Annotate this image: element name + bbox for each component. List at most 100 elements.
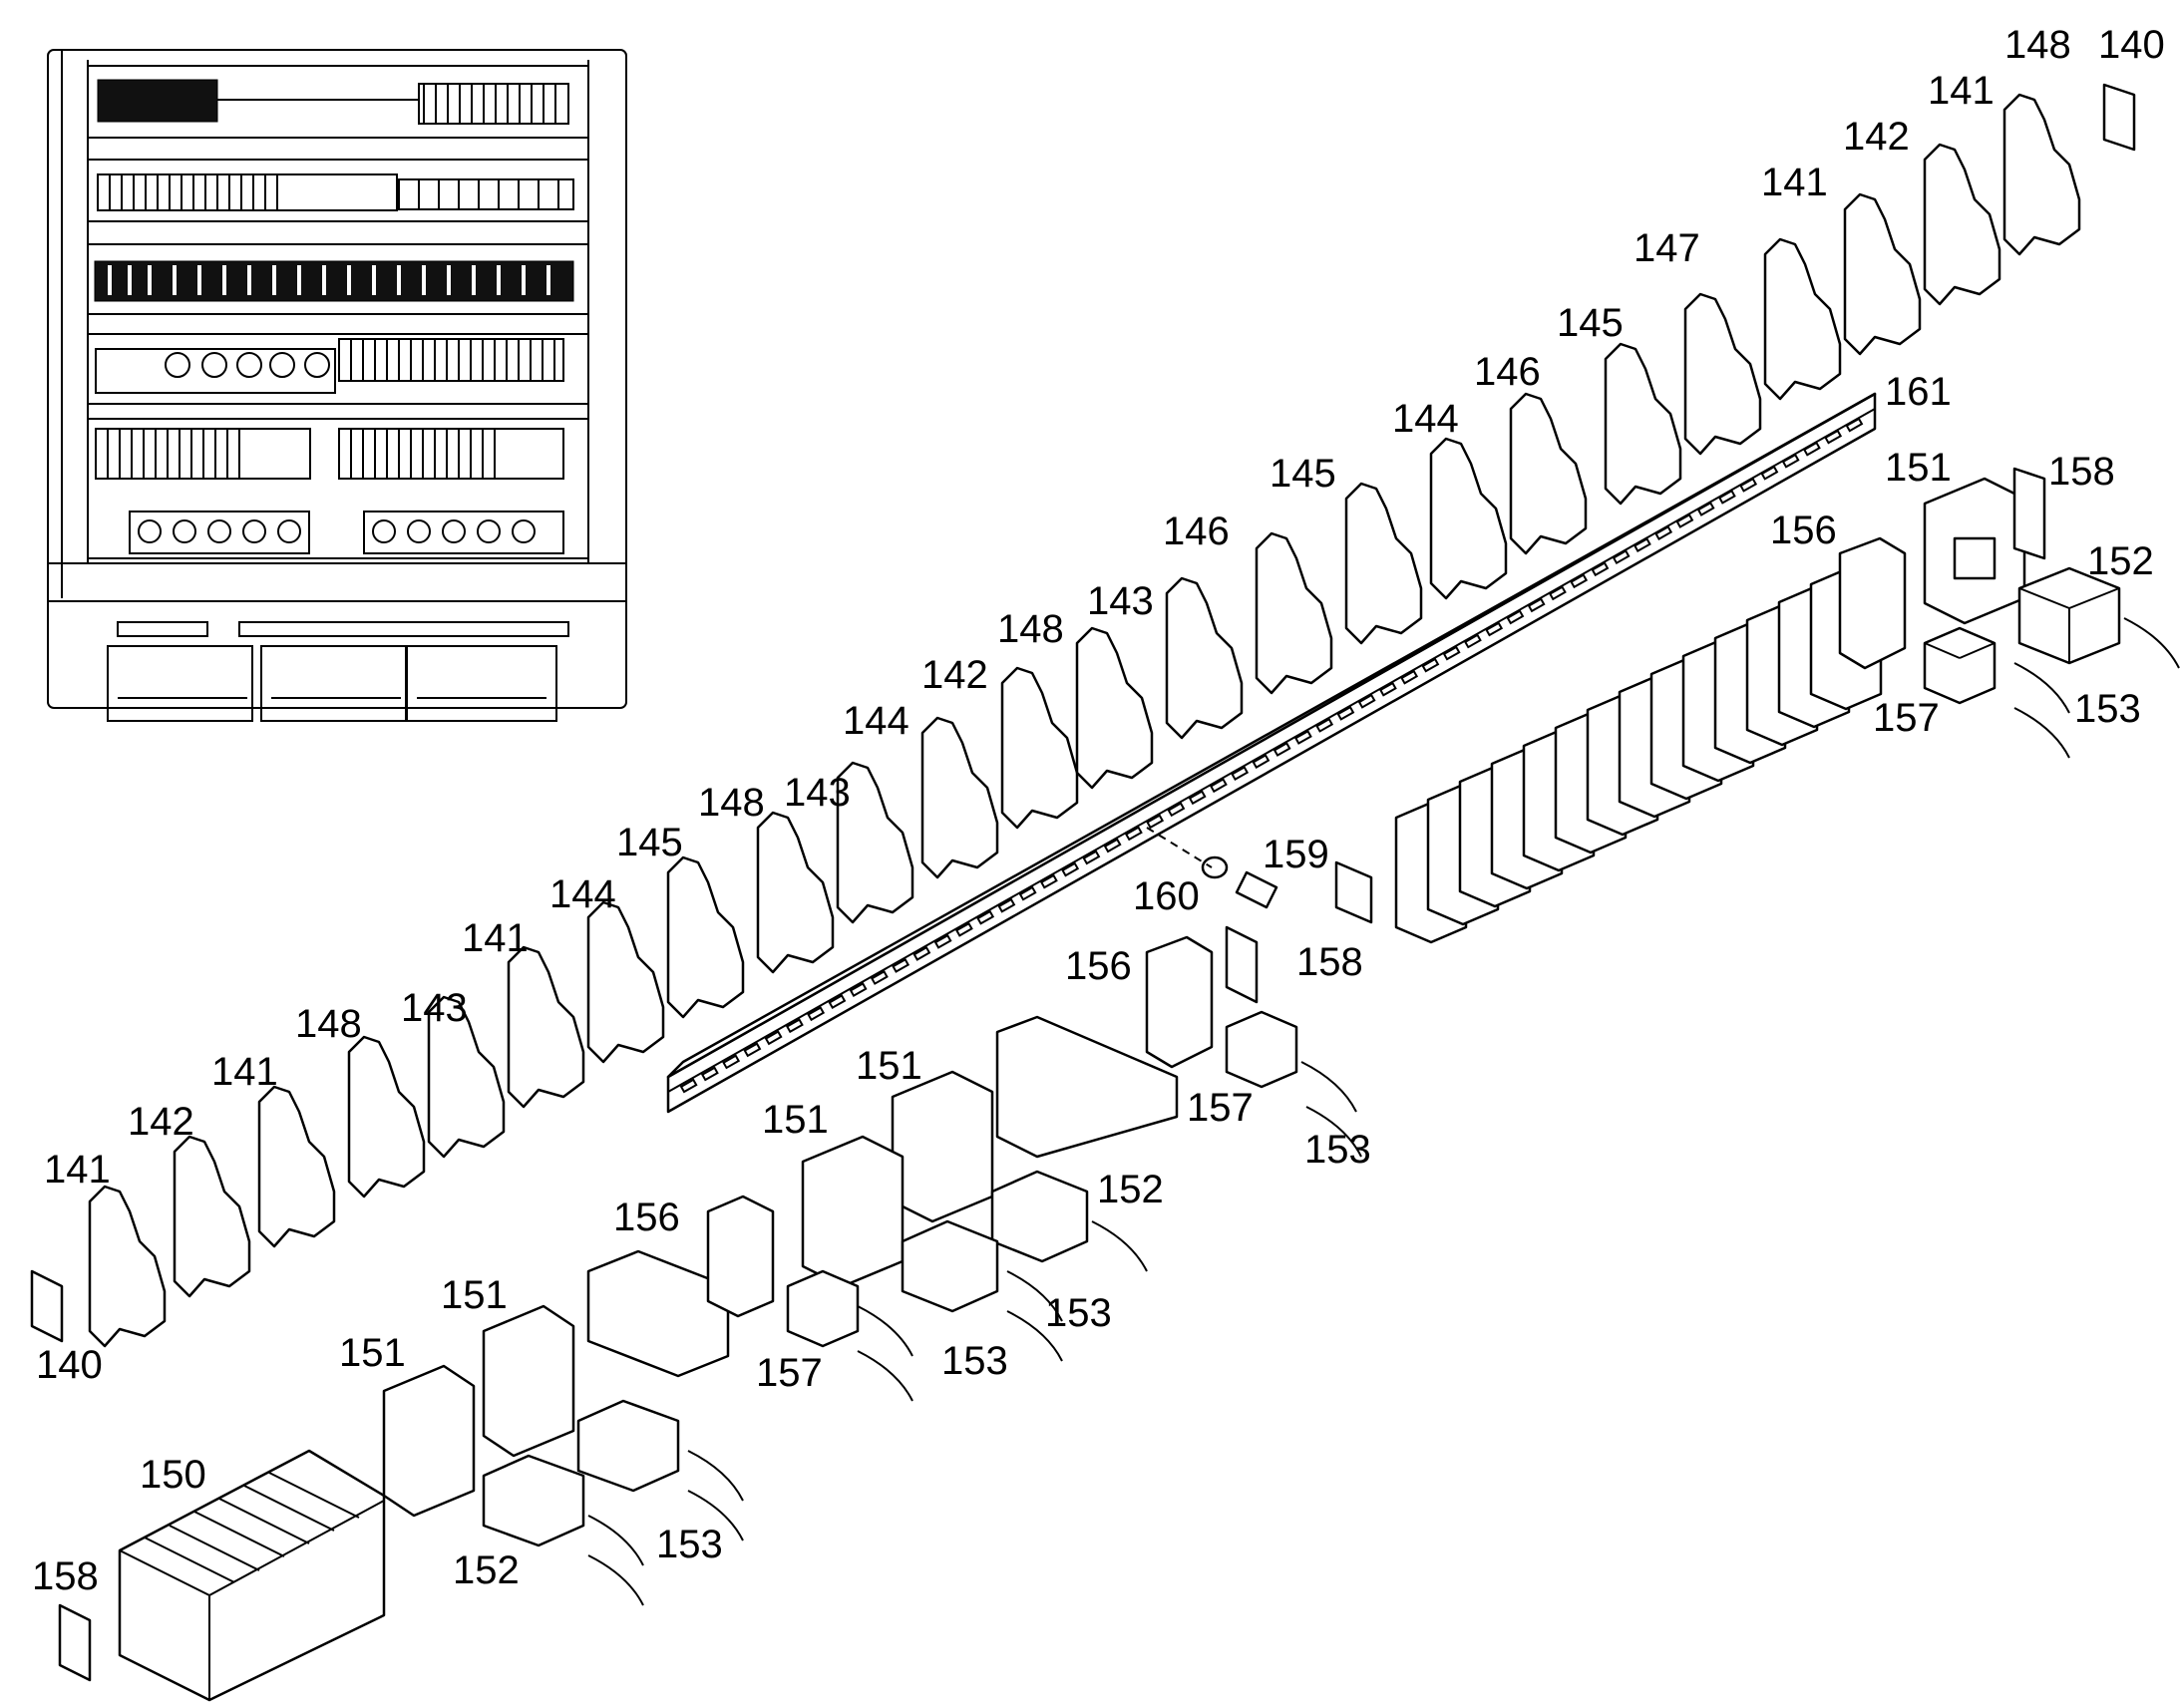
rail-slot (1548, 585, 1567, 601)
callout-141: 141 (1761, 161, 1828, 204)
rail-slot (764, 1030, 783, 1046)
callout-140: 140 (36, 1343, 103, 1387)
callout-152: 152 (1097, 1168, 1164, 1211)
clip-153-right-a (2123, 617, 2180, 669)
rail-slot (785, 1018, 804, 1034)
rail-slot (1293, 729, 1312, 745)
relay-152-right (2017, 566, 2121, 665)
rail-slot (1378, 681, 1397, 697)
callout-148: 148 (997, 607, 1064, 651)
end-plate-158-mid (1225, 925, 1259, 1004)
callout-151: 151 (1885, 446, 1952, 490)
callout-157: 157 (1873, 696, 1940, 740)
callout-145: 145 (1270, 452, 1336, 496)
callout-141: 141 (211, 1050, 278, 1094)
callout-147: 147 (1634, 226, 1700, 270)
terminal-block (1604, 342, 1682, 506)
cabinet-row-3 (87, 243, 589, 315)
rail-slot (1717, 489, 1736, 505)
terminal-block (88, 1185, 167, 1348)
rail-slot (933, 933, 952, 949)
terminal-block (1165, 576, 1244, 740)
callout-144: 144 (1392, 397, 1459, 441)
cabinet-row-1 (87, 65, 589, 139)
end-bracket-140-left (30, 1269, 64, 1343)
terminal-block (1000, 666, 1079, 830)
rail-slot (1188, 790, 1207, 806)
rail-slot (1039, 873, 1058, 889)
terminal-block (1255, 531, 1333, 695)
callout-143: 143 (784, 771, 851, 815)
callout-158: 158 (32, 1554, 99, 1598)
rail-slot (1167, 802, 1186, 818)
rail-slot (679, 1078, 698, 1094)
callout-153: 153 (2074, 687, 2141, 731)
rail-slot (1612, 549, 1631, 565)
end-stop-159 (1334, 860, 1373, 924)
callout-159: 159 (1263, 833, 1329, 876)
rail-slot (743, 1042, 762, 1058)
terminal-block (1429, 437, 1508, 600)
relay-components (30, 83, 2180, 1702)
relay-socket-151-mid-a (891, 1070, 994, 1223)
relay-socket-151-low-b (382, 1364, 476, 1518)
relay-group-middle (995, 935, 1362, 1159)
terminal-block (836, 761, 914, 924)
rail-slot (700, 1066, 719, 1082)
terminal-block (1344, 482, 1423, 645)
callout-157: 157 (1187, 1086, 1254, 1130)
rail-slot (1633, 537, 1651, 552)
end-plate-158-right (2012, 467, 2046, 560)
rail-slot (1421, 657, 1440, 673)
callout-146: 146 (1163, 510, 1230, 553)
terminal-blocks (88, 93, 2081, 1348)
callout-156: 156 (1065, 944, 1132, 988)
callout-141: 141 (462, 916, 529, 960)
terminal-block (1763, 237, 1842, 401)
callout-151: 151 (856, 1044, 922, 1088)
terminal-block (507, 945, 585, 1109)
rail-slot (1675, 513, 1694, 528)
cabinet-row-4 (87, 333, 589, 405)
callout-152: 152 (2087, 539, 2154, 583)
screw-160 (1201, 855, 1278, 909)
callout-151: 151 (339, 1331, 406, 1375)
callout-144: 144 (843, 699, 909, 743)
power-supply-150 (118, 1449, 386, 1702)
leader-dashed (1146, 827, 1213, 868)
end-bracket-140-right (2102, 83, 2136, 152)
rail-slot (1739, 477, 1758, 493)
cabinet-bottom-section (107, 621, 569, 722)
relay-152-low-b (482, 1454, 585, 1547)
terminal-block (427, 995, 506, 1159)
rail-slot (807, 1006, 826, 1022)
terminal-block (1683, 292, 1762, 456)
rail-slot (722, 1054, 741, 1070)
terminal-block (1843, 192, 1922, 356)
rail-slot (1400, 669, 1419, 685)
rail-slot (1463, 633, 1482, 649)
rail-slot (849, 982, 868, 997)
callout-153: 153 (656, 1523, 723, 1566)
din-rail (666, 392, 1877, 1114)
callout-150: 150 (140, 1453, 206, 1497)
rail-slot (1570, 573, 1589, 589)
rail-slot (1018, 885, 1037, 901)
rail-slot (912, 945, 931, 961)
relay-socket-151-mid-b (801, 1135, 905, 1288)
callout-153: 153 (941, 1339, 1008, 1383)
callout-144: 144 (549, 872, 616, 916)
callout-151: 151 (441, 1273, 508, 1317)
callout-145: 145 (616, 821, 683, 864)
rail-slot (997, 897, 1016, 913)
rail-slot (1209, 778, 1228, 794)
rail-slot (892, 958, 910, 973)
rail-slot (954, 921, 973, 937)
callout-148: 148 (698, 781, 765, 825)
callout-146: 146 (1474, 350, 1541, 394)
rail-slot (1146, 814, 1165, 830)
rail-slot (1845, 417, 1864, 433)
callout-143: 143 (1087, 579, 1154, 623)
rail-slot (1272, 742, 1291, 757)
rail-slot (1506, 609, 1525, 625)
